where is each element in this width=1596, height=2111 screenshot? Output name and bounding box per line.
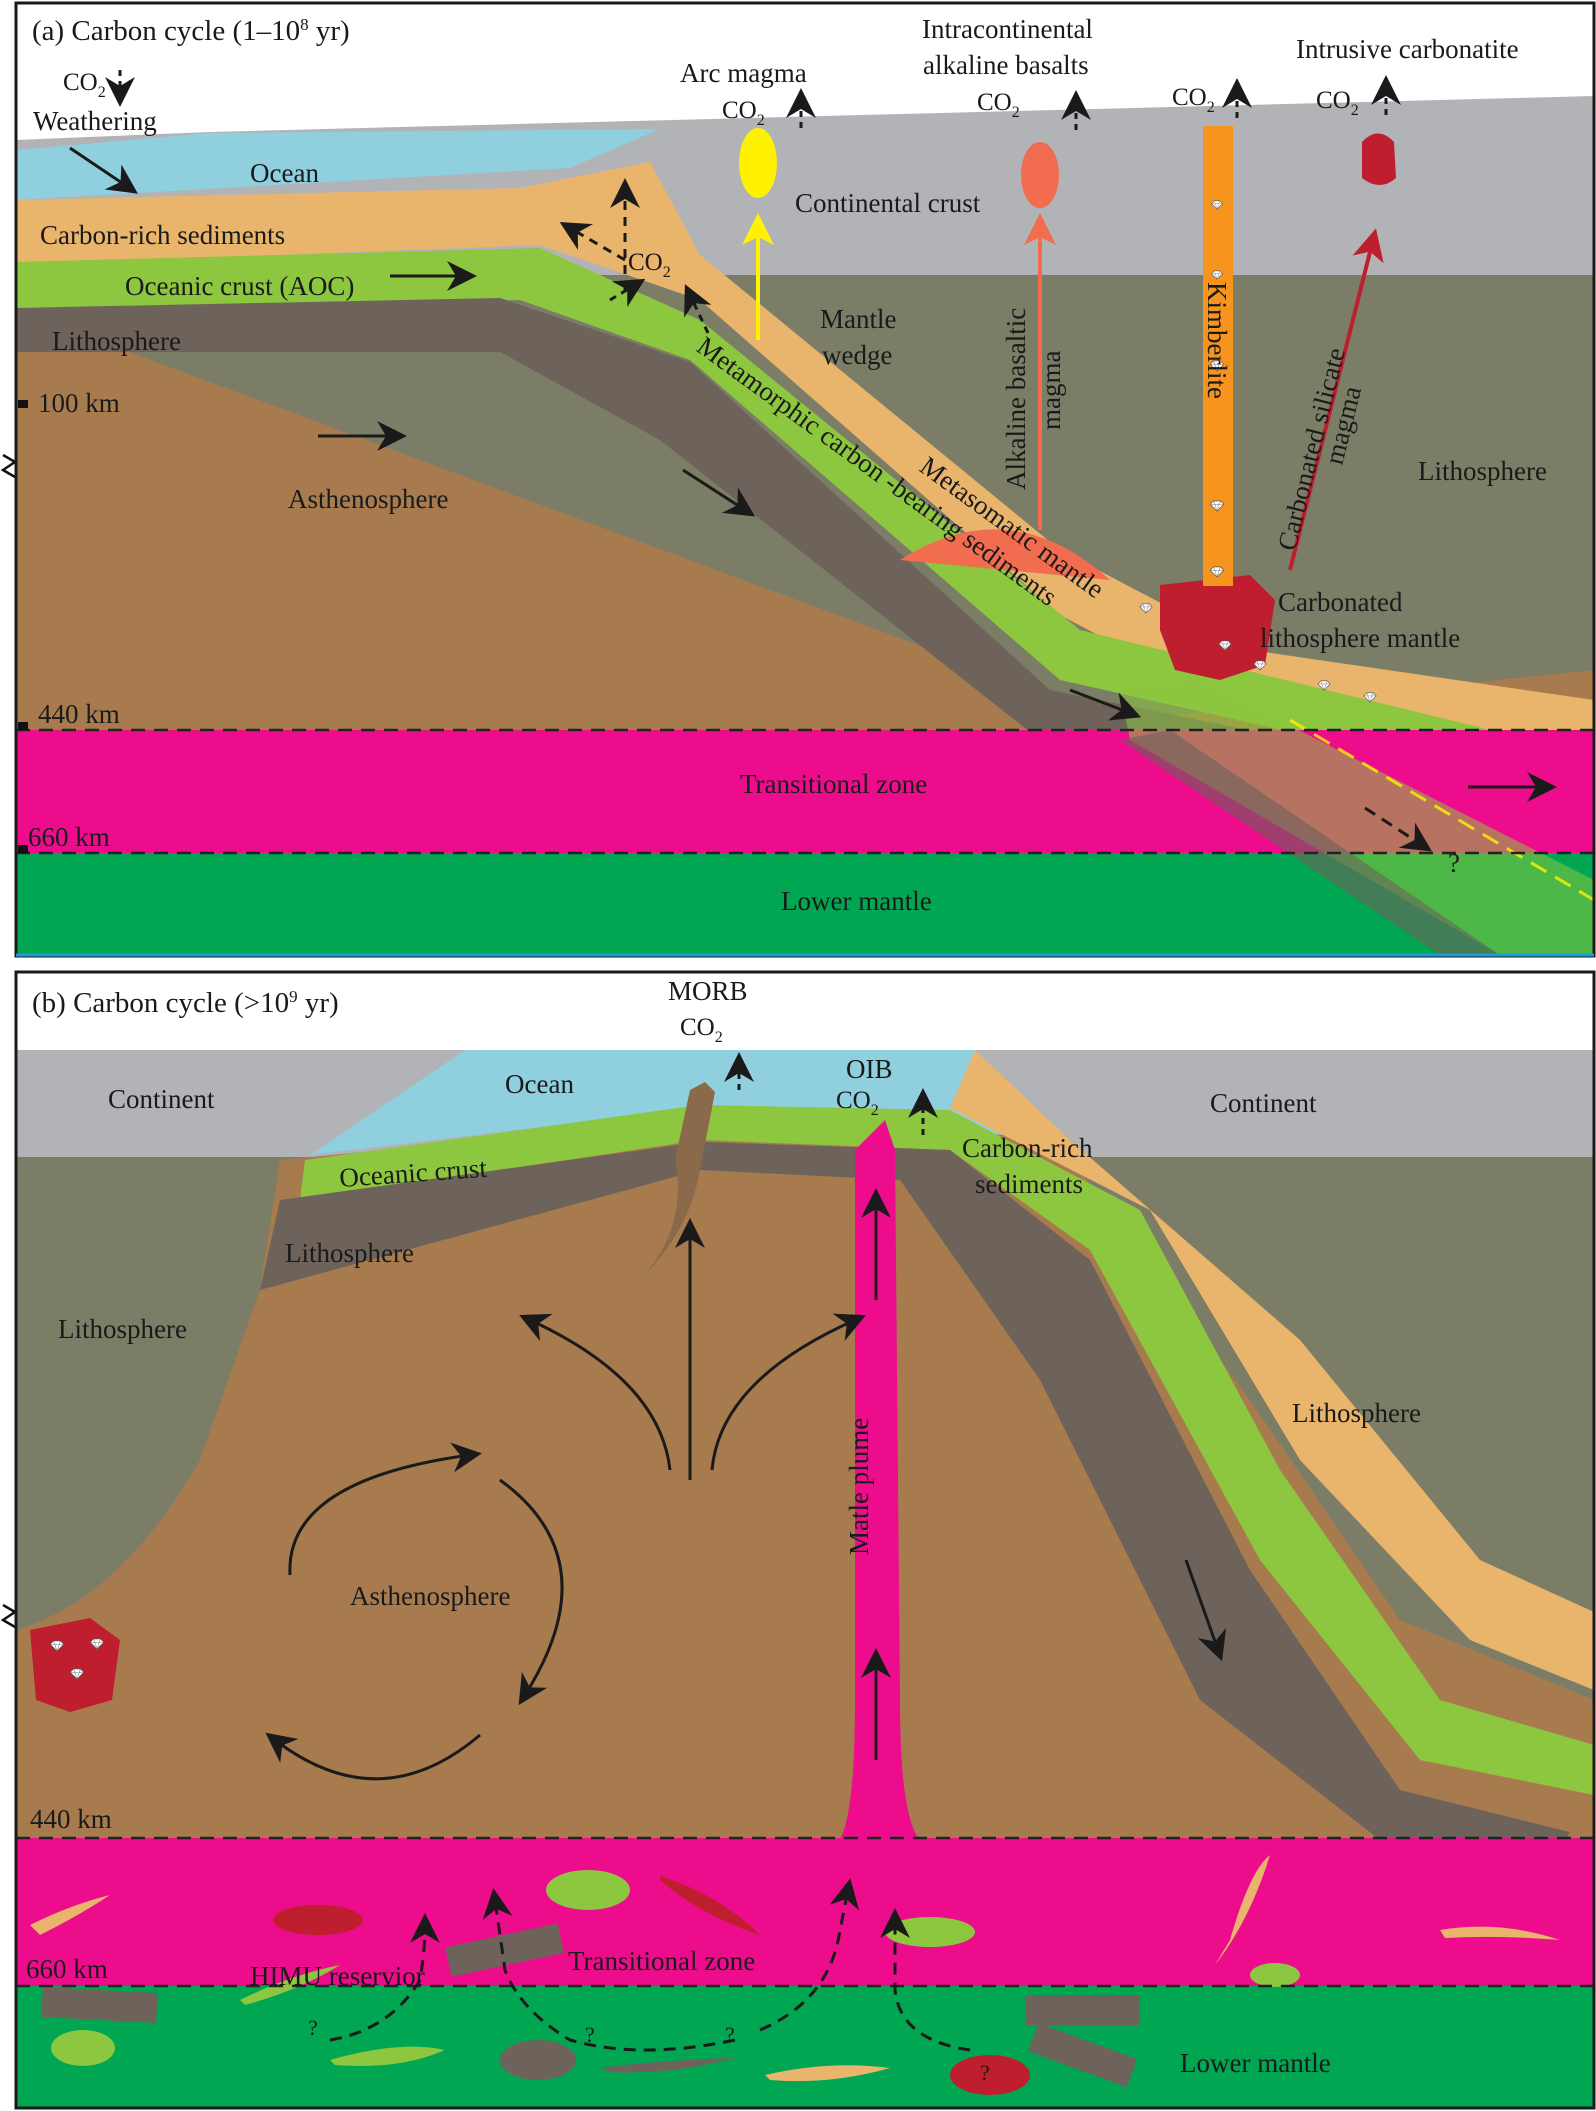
- asthenosphere-a: [16, 310, 1594, 730]
- mantle-wedge-label-1: Mantle: [820, 304, 896, 334]
- depth-440-label-a: 440 km: [38, 699, 120, 729]
- arc-magma-label: Arc magma: [680, 58, 807, 88]
- mid-ocean-ridge: [640, 1082, 715, 1280]
- deep-slab-a: [1120, 680, 1594, 955]
- depth-440-label-b: 440 km: [30, 1804, 112, 1834]
- lower-mantle-label-b: Lower mantle: [1180, 2048, 1331, 2078]
- oceanic-crust-label-a: Oceanic crust (AOC): [125, 271, 354, 301]
- co2-arc: CO2: [722, 97, 765, 129]
- alkaline-magma-blob: [1021, 142, 1059, 208]
- transitional-zone-label-b: Transitional zone: [568, 1946, 755, 1976]
- co2-oib: CO2: [836, 1087, 879, 1119]
- lower-mantle-label-a: Lower mantle: [781, 886, 932, 916]
- panel-b-title: (b) Carbon cycle (>109 yr): [32, 987, 339, 1019]
- depth-660-label-b: 660 km: [26, 1954, 108, 1984]
- carbonate-blob-b: [30, 1618, 120, 1712]
- carbonated-lithosphere-blob: [1160, 575, 1275, 680]
- lithosphere-left-label-b: Lithosphere: [58, 1314, 187, 1344]
- depth-100-label: 100 km: [38, 388, 120, 418]
- deep-slab-grey-a: [1120, 730, 1500, 955]
- carbon-rich-label-2: sediments: [975, 1169, 1083, 1199]
- carbon-rich-sediments-label: Carbon-rich sediments: [40, 220, 285, 250]
- co2-carbonatite: CO2: [1316, 87, 1359, 119]
- panel-a-title: (a) Carbon cycle (1–108 yr): [32, 15, 350, 47]
- mantle-plume: [835, 1120, 925, 1845]
- depth-660-label-a: 660 km: [28, 822, 110, 852]
- ocean-label-b: Ocean: [505, 1069, 574, 1099]
- metasomatic-mantle: [900, 529, 1110, 580]
- question-b-1: ?: [308, 2015, 318, 2040]
- carbonatite-blob: [1362, 133, 1396, 185]
- asthenosphere-label-a: Asthenosphere: [288, 484, 448, 514]
- himu-label: HIMU reservior: [250, 1961, 425, 1991]
- lithosphere-right-label-b: Lithosphere: [1292, 1398, 1421, 1428]
- asthenosphere-label-b: Asthenosphere: [350, 1581, 510, 1611]
- question-b-3: ?: [725, 2022, 735, 2047]
- co2-alkaline: CO2: [977, 89, 1020, 121]
- lithosphere-slab-b: [260, 1142, 1570, 1850]
- mantle-plume-label: Matle plume: [844, 1418, 874, 1555]
- lithosphere-right-label-a: Lithosphere: [1418, 456, 1547, 486]
- panel-b: (b) Carbon cycle (>109 yr) MORB CO2 OIB …: [0, 970, 1596, 2110]
- arc-magma-blob: [739, 128, 777, 198]
- alkaline-magma-label-1: Alkaline basaltic: [1001, 308, 1031, 490]
- ocean-a: [16, 129, 660, 200]
- panel-a: (a) Carbon cycle (1–108 yr) CO2 Weatheri…: [0, 1, 1596, 958]
- intracontinental-label-2: alkaline basalts: [923, 50, 1089, 80]
- intracontinental-label-1: Intracontinental: [922, 14, 1093, 44]
- question-b-2: ?: [585, 2022, 595, 2047]
- co2-trench: CO2: [628, 249, 671, 281]
- lithosphere-center-label-b: Lithosphere: [285, 1238, 414, 1268]
- lower-mantle-b: [16, 1986, 1594, 2108]
- co2-kimberlite: CO2: [1172, 84, 1215, 116]
- morb-label: MORB: [668, 976, 748, 1006]
- question-b-4: ?: [980, 2060, 990, 2085]
- transition-zone-b: [16, 1838, 1594, 1986]
- mantle-wedge-label-2: wedge: [822, 340, 892, 370]
- continent-left-label: Continent: [108, 1084, 215, 1114]
- co2-morb: CO2: [680, 1014, 723, 1046]
- lithosphere-left-label-a: Lithosphere: [52, 326, 181, 356]
- question-a: ?: [1448, 848, 1460, 878]
- ocean-label-a: Ocean: [250, 158, 319, 188]
- carbonated-lith-label-2: lithosphere mantle: [1260, 623, 1460, 653]
- carbon-rich-label-1: Carbon-rich: [962, 1133, 1093, 1163]
- continent-right-label: Continent: [1210, 1088, 1317, 1118]
- carbonated-lith-label-1: Carbonated: [1278, 587, 1403, 617]
- oib-label: OIB: [846, 1054, 893, 1084]
- sediment-layer-a: [16, 162, 1594, 750]
- alkaline-magma-label-2: magma: [1036, 351, 1066, 430]
- weathering-label: Weathering: [33, 106, 157, 136]
- continental-crust-label: Continental crust: [795, 188, 981, 218]
- transitional-zone-label-a: Transitional zone: [740, 769, 927, 799]
- co2-weathering: CO2: [63, 69, 106, 101]
- sediment-layer-b: [950, 1050, 1594, 1690]
- intrusive-carbonatite-label: Intrusive carbonatite: [1296, 34, 1519, 64]
- ocean-b: [310, 1050, 1060, 1155]
- kimberlite-label: Kimberlite: [1202, 282, 1232, 399]
- oceanic-crust-b: [300, 1105, 1594, 1795]
